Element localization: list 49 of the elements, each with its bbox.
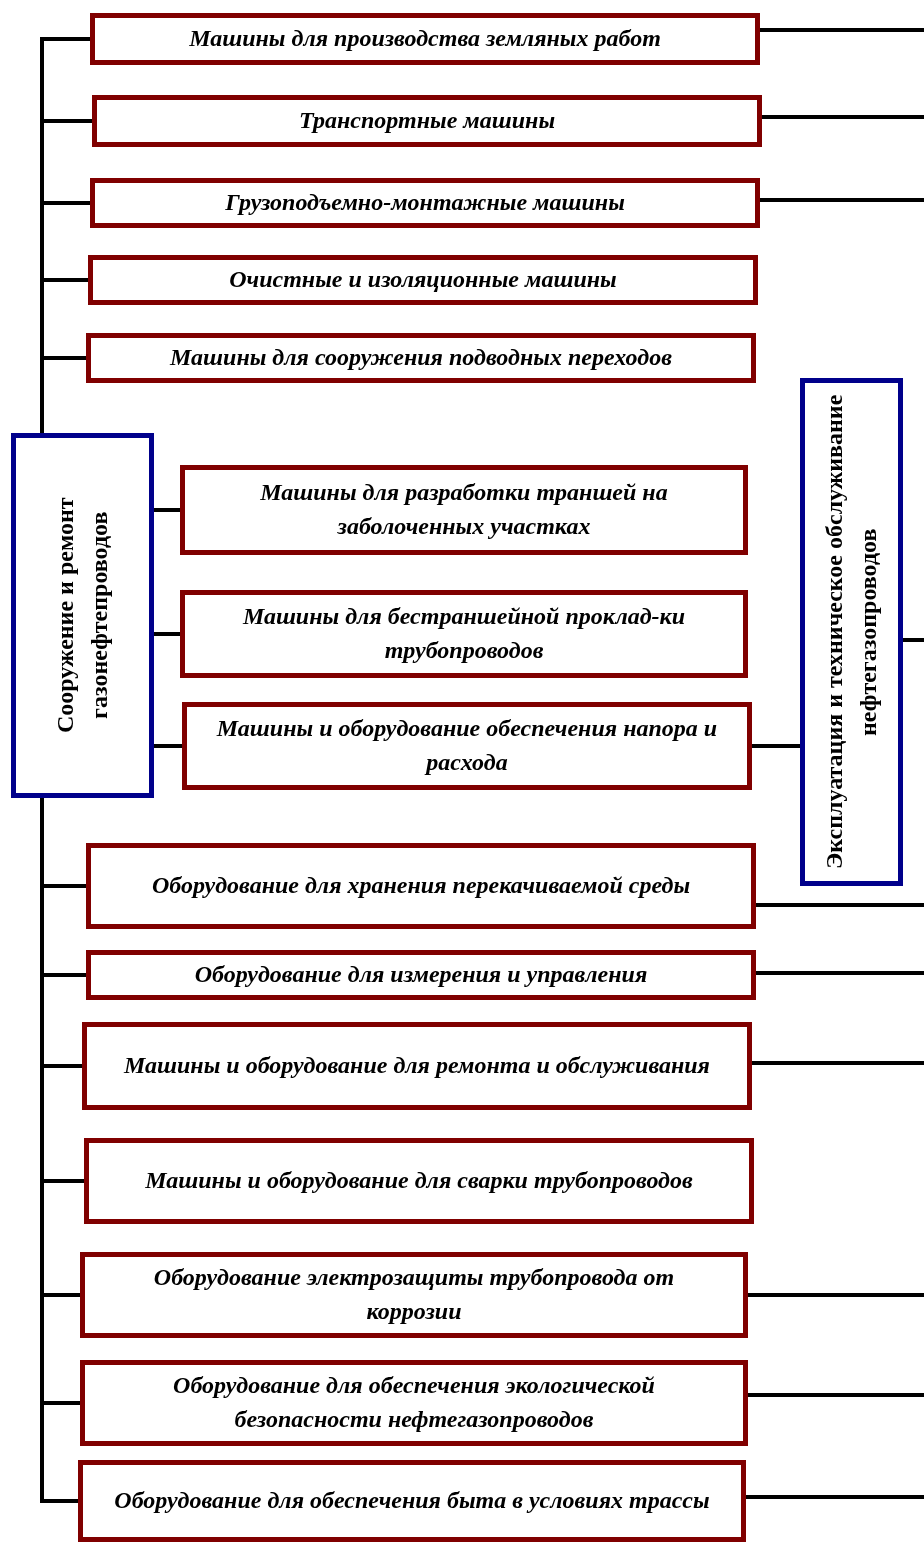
equipment-box: [80, 1252, 748, 1338]
box-label: Очистные и изоляционные машины: [228, 265, 618, 295]
equipment-box: [86, 843, 756, 929]
equipment-box: [86, 950, 756, 1000]
connector-line: [752, 1061, 924, 1065]
box-label: Машины и оборудование для ремонта и обслуживания: [122, 1051, 711, 1081]
box-label: Машины и оборудование для сварки трубопроводов: [144, 1166, 694, 1196]
connector-line: [748, 1293, 924, 1297]
equipment-box: [180, 465, 748, 555]
equipment-box: [182, 702, 752, 790]
equipment-box: [90, 13, 760, 65]
connector-line: [762, 115, 924, 119]
box-label: Сооружение и ремонт газонефтепроводов: [50, 496, 113, 736]
equipment-box: [78, 1460, 746, 1542]
box-label: Машины для бестраншейной проклад-ки трубопроводов: [241, 602, 687, 665]
equipment-box: [180, 590, 748, 678]
equipment-box: [86, 333, 756, 383]
box-label: Машины для производства земляных работ: [188, 24, 662, 54]
connector-line: [154, 744, 182, 748]
connector-line: [756, 903, 924, 907]
box-label: Эксплуатация и техническое обслуживание нефтегазопроводов: [819, 393, 882, 872]
equipment-box: [90, 178, 760, 228]
connector-line: [760, 28, 924, 32]
connector-line: [760, 198, 924, 202]
box-label: Грузоподъемно-монтажные машины: [224, 188, 626, 218]
connector-line: [154, 632, 180, 636]
box-label: Оборудование для хранения перекачиваемой среды: [150, 871, 692, 901]
box-label: Оборудование для измерения и управления: [193, 960, 649, 990]
category-box: [11, 433, 154, 798]
category-box: [800, 378, 903, 886]
equipment-box: [80, 1360, 748, 1446]
connector-line: [903, 638, 924, 642]
box-label: Оборудование для обеспечения экологической безопасности нефтегазопроводов: [172, 1371, 656, 1434]
connector-line: [154, 508, 180, 512]
box-label: Транспортные машины: [297, 106, 557, 136]
equipment-box: [84, 1138, 754, 1224]
box-label: Оборудование электрозащиты трубопровода от коррозии: [152, 1263, 676, 1326]
box-label: Машины для сооружения подводных переходов: [168, 343, 673, 373]
box-label: Машины для разработки траншей на заболоченных участках: [259, 478, 669, 541]
equipment-box: [82, 1022, 752, 1110]
connector-line: [746, 1495, 924, 1499]
connector-line: [748, 1393, 924, 1397]
box-label: Машины и оборудование обеспечения напора и расхода: [215, 714, 719, 777]
equipment-box: [88, 255, 758, 305]
connector-line: [40, 356, 86, 433]
connector-line: [752, 744, 800, 748]
connector-line: [756, 971, 924, 975]
equipment-box: [92, 95, 762, 147]
box-label: Оборудование для обеспечения быта в условиях трассы: [113, 1486, 711, 1516]
